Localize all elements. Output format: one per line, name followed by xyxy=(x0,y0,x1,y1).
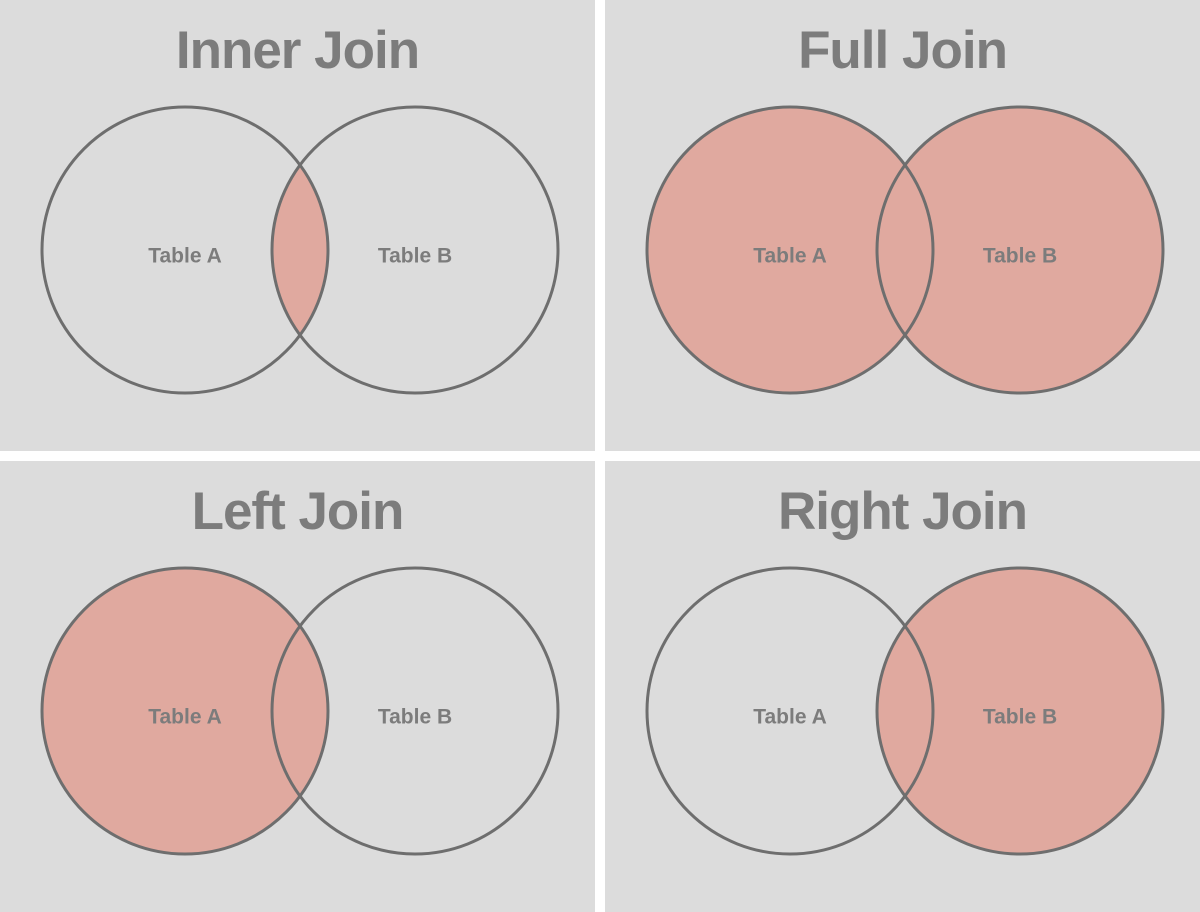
venn-diagram-left-join: Table A Table B xyxy=(40,566,560,856)
venn-diagram-right-join: Table A Table B xyxy=(645,566,1165,856)
circle-table-a xyxy=(40,105,330,395)
label-table-a: Table A xyxy=(148,245,222,268)
label-table-a: Table A xyxy=(753,245,827,268)
circle-table-b-fill xyxy=(877,107,1163,393)
label-table-b: Table B xyxy=(983,706,1057,729)
page-title-left-join: Left Join xyxy=(191,482,405,541)
circle-table-a-fill xyxy=(42,568,328,854)
circle-table-b-fill xyxy=(877,568,1163,854)
page-title-full-join: Full Join xyxy=(798,21,1008,80)
label-table-b: Table B xyxy=(983,245,1057,268)
panel-right-join: Right Join Table A Table B xyxy=(605,461,1200,912)
venn-diagram-inner-join: Table A Table B xyxy=(40,105,560,395)
circle-table-a xyxy=(645,105,935,395)
panel-left-join: Left Join Table A Table B xyxy=(0,461,595,912)
circle-table-a xyxy=(645,566,935,856)
label-table-b: Table B xyxy=(378,245,452,268)
page-title-right-join: Right Join xyxy=(777,482,1028,541)
label-table-a: Table A xyxy=(753,706,827,729)
circle-table-b xyxy=(875,566,1165,856)
page-title-inner-join: Inner Join xyxy=(175,21,420,80)
label-table-b: Table B xyxy=(378,706,452,729)
panel-full-join: Full Join Table A Table B xyxy=(605,0,1200,451)
venn-diagram-full-join: Table A Table B xyxy=(645,105,1165,395)
circle-table-a xyxy=(40,566,330,856)
circle-table-a-fill xyxy=(647,107,933,393)
panel-inner-join: Inner Join Table A Table B xyxy=(0,0,595,451)
circle-table-b xyxy=(270,105,560,395)
circle-table-b xyxy=(875,105,1165,395)
circle-table-b xyxy=(270,566,560,856)
label-table-a: Table A xyxy=(148,706,222,729)
